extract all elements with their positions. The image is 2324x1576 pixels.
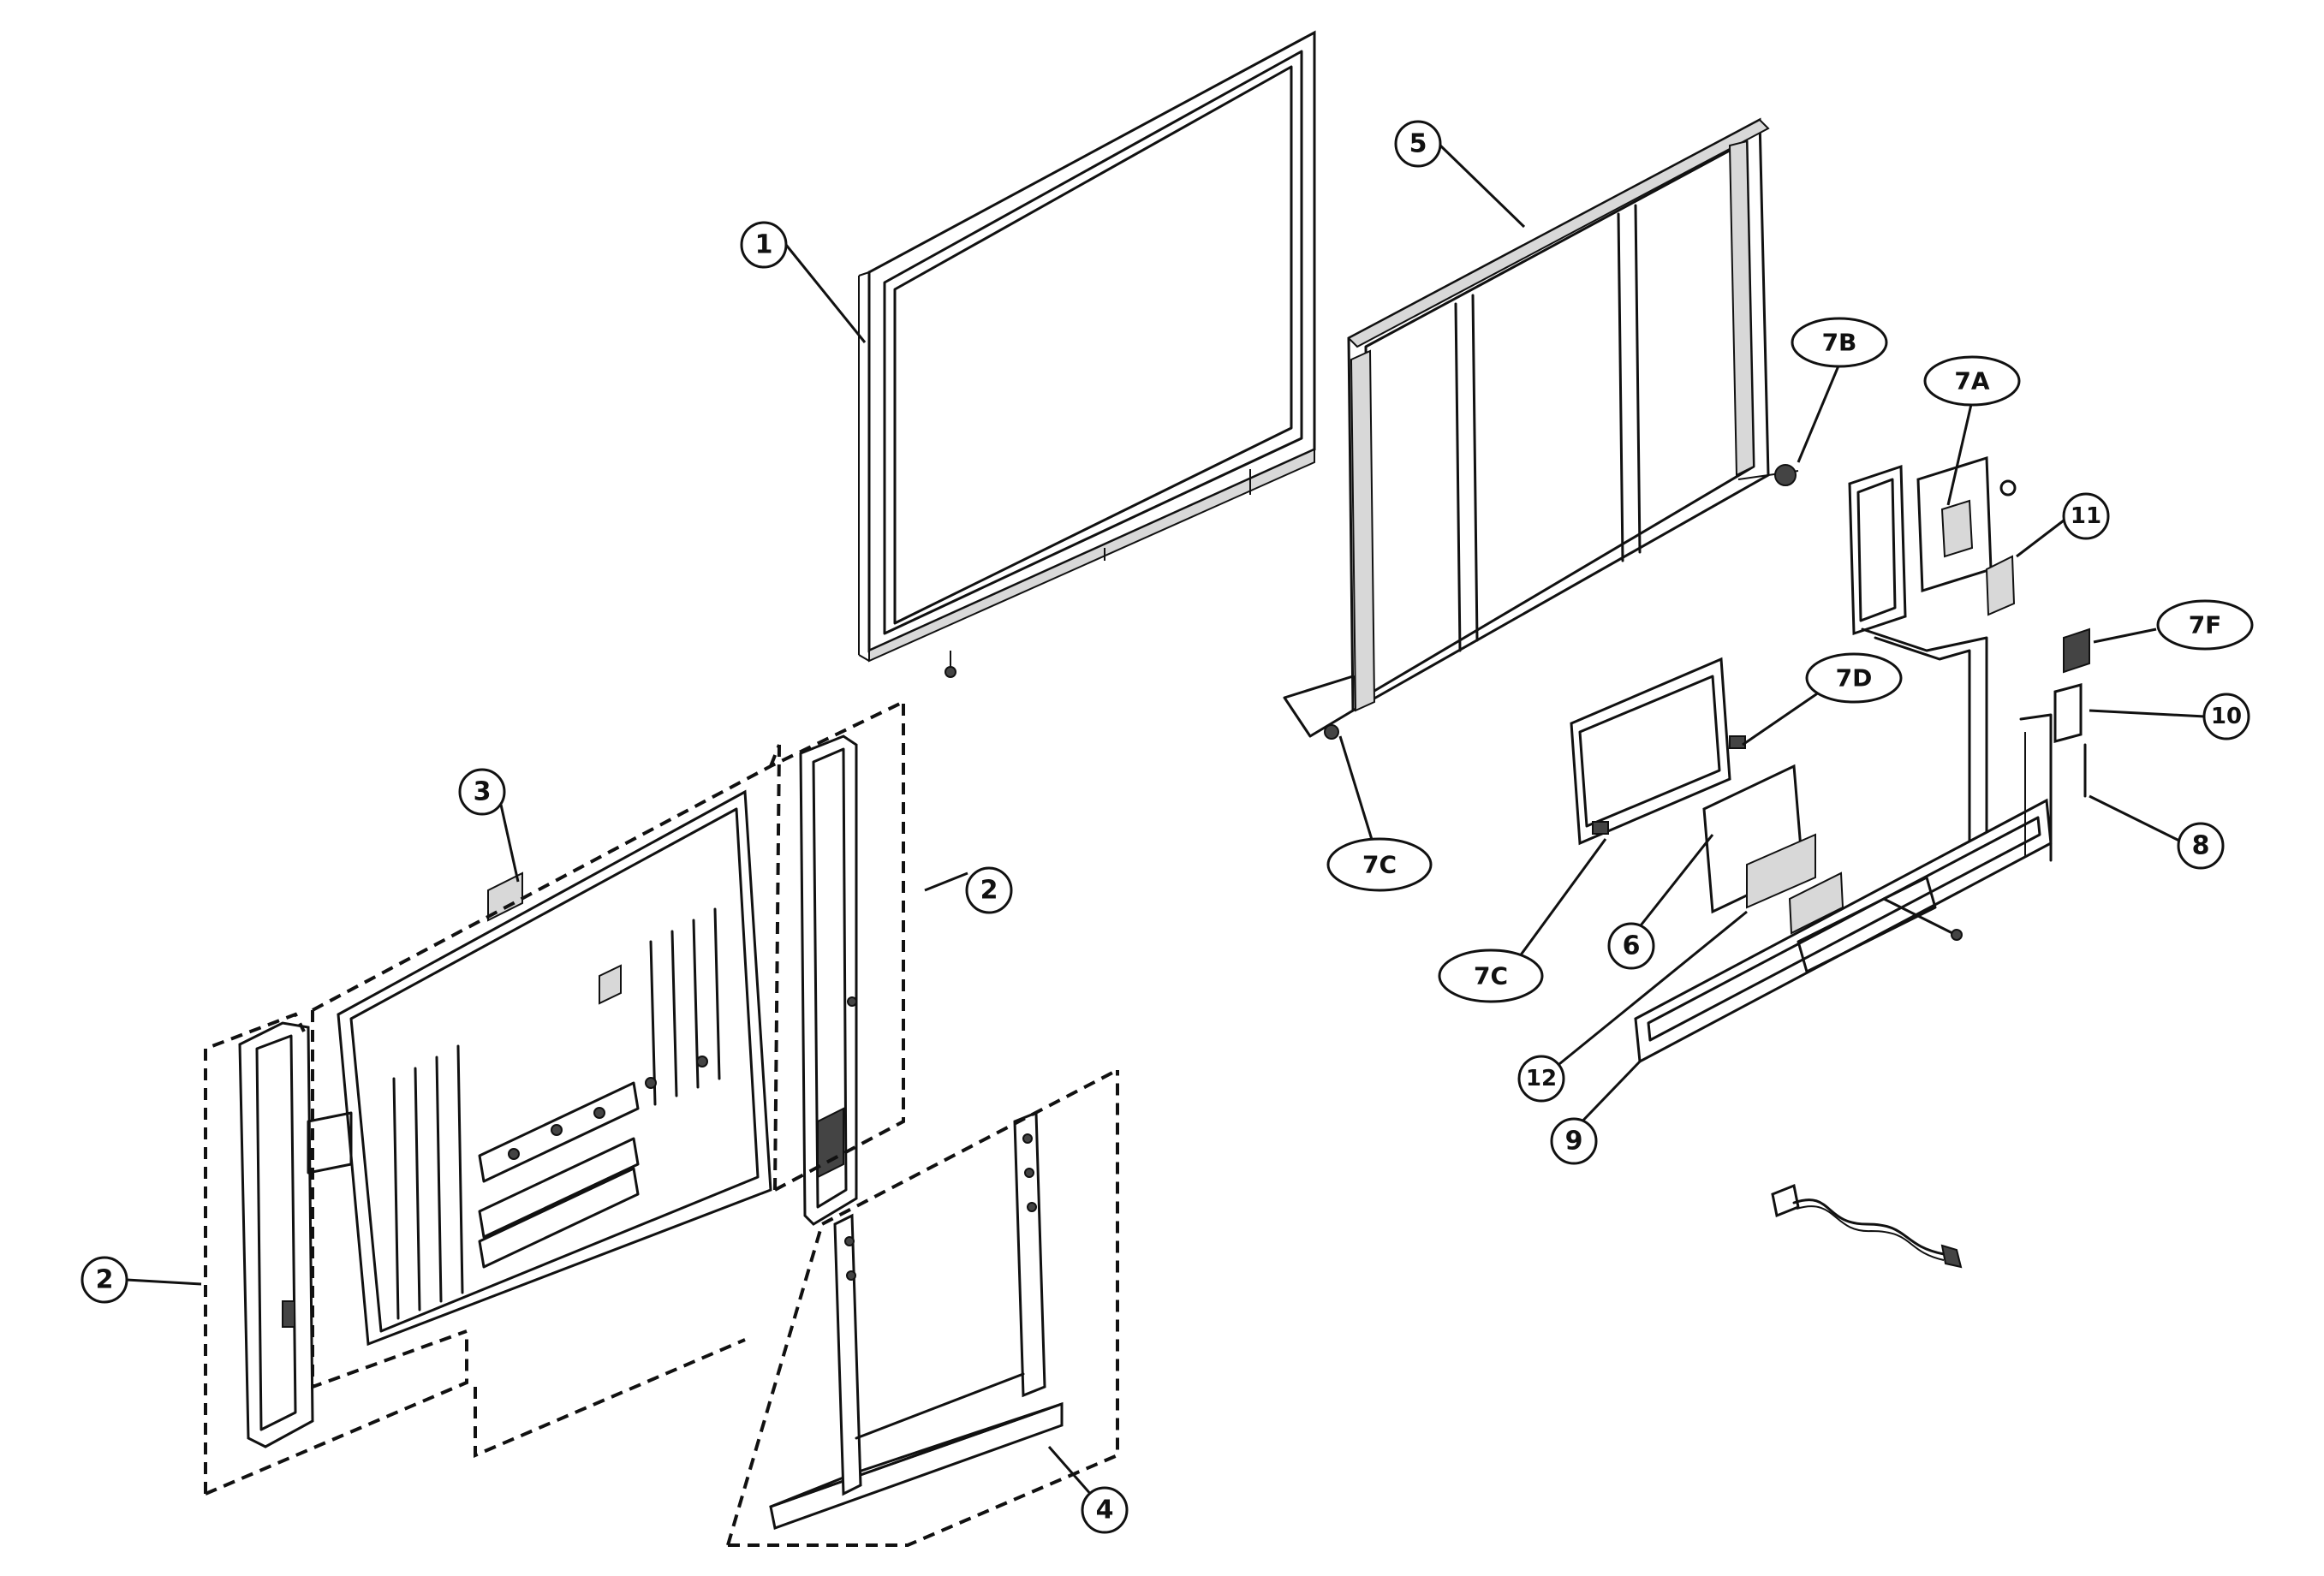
stand-part [769, 1110, 1064, 1530]
svg-text:2: 2 [980, 876, 998, 906]
svg-text:10: 10 [2211, 704, 2242, 729]
svg-text:3: 3 [474, 777, 492, 807]
callout-5: 5 [1394, 120, 1442, 168]
callout-4: 4 [1081, 1486, 1129, 1534]
power-cord-part [1771, 1183, 1963, 1269]
front-bezel-part [858, 30, 1316, 678]
svg-text:2: 2 [96, 1265, 114, 1295]
callout-7d: 7D [1805, 652, 1903, 704]
callout-9: 9 [1550, 1117, 1598, 1165]
callout-11: 11 [2062, 492, 2110, 540]
svg-text:7F: 7F [2189, 611, 2222, 639]
svg-text:8: 8 [2192, 831, 2210, 861]
callout-3: 3 [458, 768, 506, 816]
svg-text:1: 1 [755, 230, 773, 260]
right-speaker-part [799, 734, 858, 1226]
callout-10: 10 [2202, 693, 2250, 740]
assembly-dashed-outlines [204, 700, 1119, 1547]
svg-text:7D: 7D [1836, 664, 1873, 693]
callout-1: 1 [740, 221, 788, 269]
callout-8: 8 [2177, 822, 2225, 870]
callout-2-left: 2 [80, 1256, 128, 1304]
callout-2-right: 2 [965, 866, 1013, 914]
left-speaker-part [238, 1021, 353, 1448]
side-io-boards-part [1848, 455, 2090, 866]
panel-frame-part [1283, 117, 1799, 740]
svg-text:5: 5 [1409, 129, 1427, 159]
svg-text:7C: 7C [1362, 851, 1397, 879]
callout-7f: 7F [2156, 599, 2254, 651]
svg-text:12: 12 [1526, 1066, 1557, 1091]
callout-7a: 7A [1923, 355, 2021, 407]
svg-text:9: 9 [1565, 1127, 1583, 1157]
callout-6: 6 [1607, 922, 1655, 970]
bottom-terminal-part [1634, 713, 2053, 1064]
callout-7c-bottom: 7C [1438, 949, 1544, 1003]
callout-12: 12 [1517, 1055, 1565, 1103]
svg-text:11: 11 [2071, 503, 2101, 529]
callout-7b: 7B [1791, 317, 1888, 368]
main-board-part [1570, 657, 1816, 914]
callout-7c-top: 7C [1326, 837, 1433, 892]
svg-text:7C: 7C [1474, 962, 1508, 990]
rear-vent-slats [392, 907, 721, 1320]
svg-text:4: 4 [1096, 1496, 1114, 1525]
svg-text:6: 6 [1623, 931, 1641, 961]
svg-text:7B: 7B [1822, 329, 1857, 357]
rear-cover-part [337, 789, 772, 1347]
svg-text:7A: 7A [1954, 367, 1989, 395]
